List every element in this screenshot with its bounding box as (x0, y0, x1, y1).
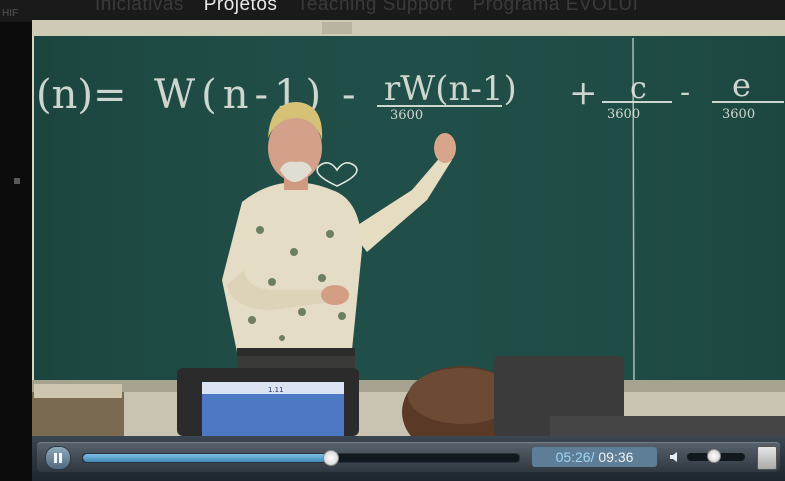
fullscreen-button[interactable] (757, 446, 777, 470)
background-bullet (14, 178, 20, 184)
equation-op2: + (569, 73, 598, 113)
equation-op1: - (342, 72, 356, 118)
volume-icon[interactable] (669, 451, 681, 463)
equation-term3-numerator: c (630, 71, 647, 106)
player-control-bar: 05:26/ 09:36 (32, 436, 785, 481)
nav-item-teaching-support[interactable]: Teaching Support (296, 0, 453, 15)
nav-item-projects[interactable]: Projetos (203, 0, 278, 15)
equation-term4-denominator: 3600 (722, 107, 755, 122)
equation-term2-numerator: rW(n-1) (384, 69, 517, 109)
time-separator: / (590, 449, 595, 465)
equation-op3: - (680, 75, 690, 110)
equation-term2-denominator: 3600 (390, 108, 423, 123)
equation-term4-numerator: e (732, 66, 751, 104)
lecture-video-scene: (n)= W(n-1) - rW(n-1) 3600 + c 3600 - e … (32, 20, 785, 436)
time-display: 05:26/ 09:36 (532, 447, 657, 467)
monitor-screen-label: 1.11 (268, 386, 284, 394)
volume-handle[interactable] (707, 449, 722, 463)
nav-item-evolui[interactable]: Programa EVOLUI (472, 0, 639, 15)
equation-lhs: (n)= (36, 72, 127, 118)
seek-bar-played (83, 454, 330, 462)
chalk-heart-icon (316, 162, 358, 187)
pause-button[interactable] (45, 446, 71, 470)
background-nav: Iniciativas Projetos Teaching Support Pr… (95, 0, 638, 16)
video-frame[interactable]: (n)= W(n-1) - rW(n-1) 3600 + c 3600 - e … (32, 20, 785, 436)
background-nav-strip: Iniciativas Projetos Teaching Support Pr… (0, 0, 785, 22)
duration: 09:36 (598, 449, 634, 465)
video-player: (n)= W(n-1) - rW(n-1) 3600 + c 3600 - e … (32, 20, 785, 481)
pause-icon (54, 453, 57, 463)
control-bar-inner: 05:26/ 09:36 (37, 442, 780, 472)
seek-bar[interactable] (82, 450, 520, 466)
background-left-marker: HIF (2, 8, 19, 19)
equation-term3-denominator: 3600 (607, 107, 640, 122)
current-time: 05:26 (555, 449, 591, 465)
nav-item-initiatives[interactable]: Iniciativas (95, 0, 184, 15)
seek-handle[interactable] (322, 450, 339, 466)
